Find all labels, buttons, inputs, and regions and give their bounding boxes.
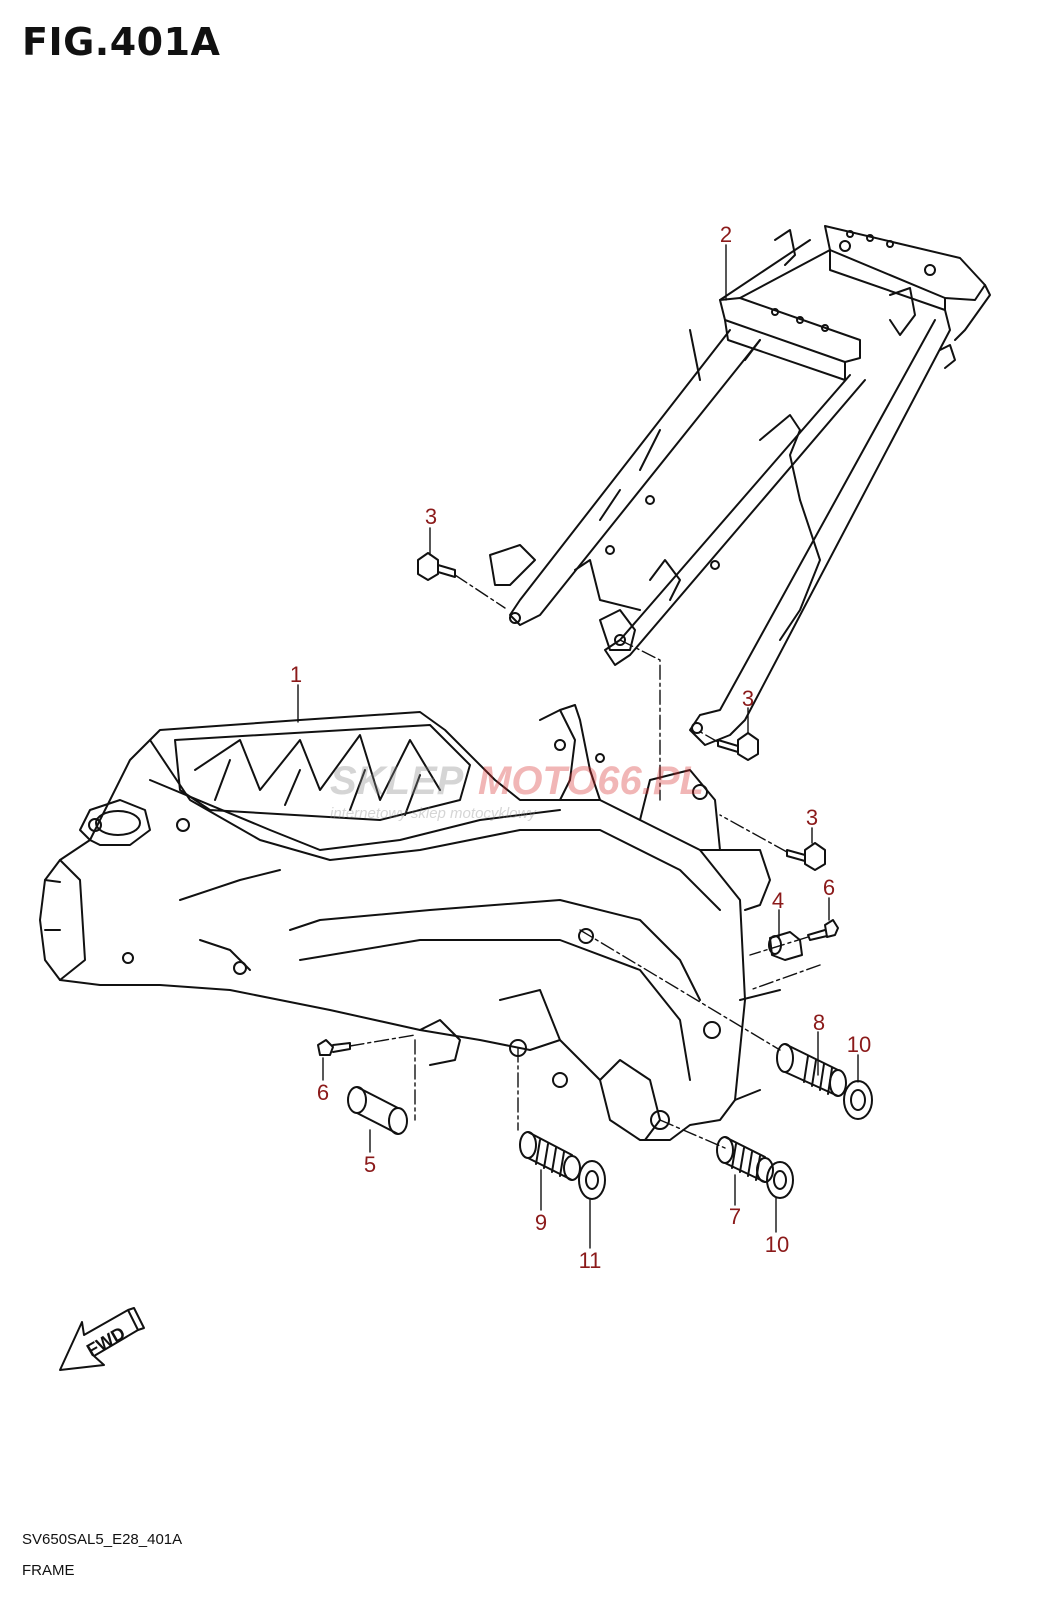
callout-6b[interactable]: 6 (317, 1080, 329, 1105)
bolt-part-6a[interactable] (807, 919, 839, 941)
callout-10a[interactable]: 10 (847, 1032, 871, 1057)
nut-part-10b[interactable] (766, 1161, 794, 1199)
watermark: SKLEP MOTO66.PL internetowy sklep motocy… (330, 759, 704, 822)
callout-3c[interactable]: 3 (806, 805, 818, 830)
figure-name: FRAME (22, 1562, 75, 1579)
callout-6a[interactable]: 6 (823, 875, 835, 900)
figure-title: FIG.401A (22, 20, 221, 64)
seat-rail-part[interactable] (489, 225, 991, 746)
spacer-part-5[interactable] (347, 1086, 408, 1135)
adjuster-part-7[interactable] (716, 1136, 774, 1183)
callout-3a[interactable]: 3 (425, 504, 437, 529)
adjuster-part-8[interactable] (776, 1043, 847, 1097)
watermark-tagline: internetowy sklep motocyklowy (330, 805, 537, 822)
callout-7[interactable]: 7 (729, 1204, 741, 1229)
bolt-part-6b[interactable] (317, 1039, 351, 1056)
bolt-part-3c[interactable] (786, 842, 826, 871)
leader-lines (297, 244, 859, 1249)
watermark-brand-right: MOTO66.PL (478, 759, 704, 803)
callouts: 2 1 3 3 3 4 6 8 10 6 5 9 11 7 10 (290, 222, 871, 1273)
callout-8[interactable]: 8 (813, 1010, 825, 1035)
callout-3b[interactable]: 3 (742, 686, 754, 711)
nut-part-11[interactable] (578, 1160, 606, 1200)
callout-2[interactable]: 2 (720, 222, 732, 247)
assembly-lines (349, 574, 821, 1149)
callout-5[interactable]: 5 (364, 1152, 376, 1177)
callout-10b[interactable]: 10 (765, 1232, 789, 1257)
callout-1[interactable]: 1 (290, 662, 302, 687)
callout-4[interactable]: 4 (772, 888, 784, 913)
main-frame-part[interactable] (39, 704, 781, 1141)
callout-9[interactable]: 9 (535, 1210, 547, 1235)
bolt-part-3a[interactable] (417, 552, 456, 581)
watermark-brand-left: SKLEP (330, 759, 464, 803)
nut-part-10a[interactable] (843, 1080, 873, 1120)
figure-code: SV650SAL5_E28_401A (22, 1531, 183, 1548)
callout-11[interactable]: 11 (579, 1248, 602, 1273)
collar-part-4[interactable] (768, 931, 803, 961)
fwd-arrow-icon: FWD (59, 1307, 145, 1371)
adjuster-part-9[interactable] (519, 1131, 581, 1181)
